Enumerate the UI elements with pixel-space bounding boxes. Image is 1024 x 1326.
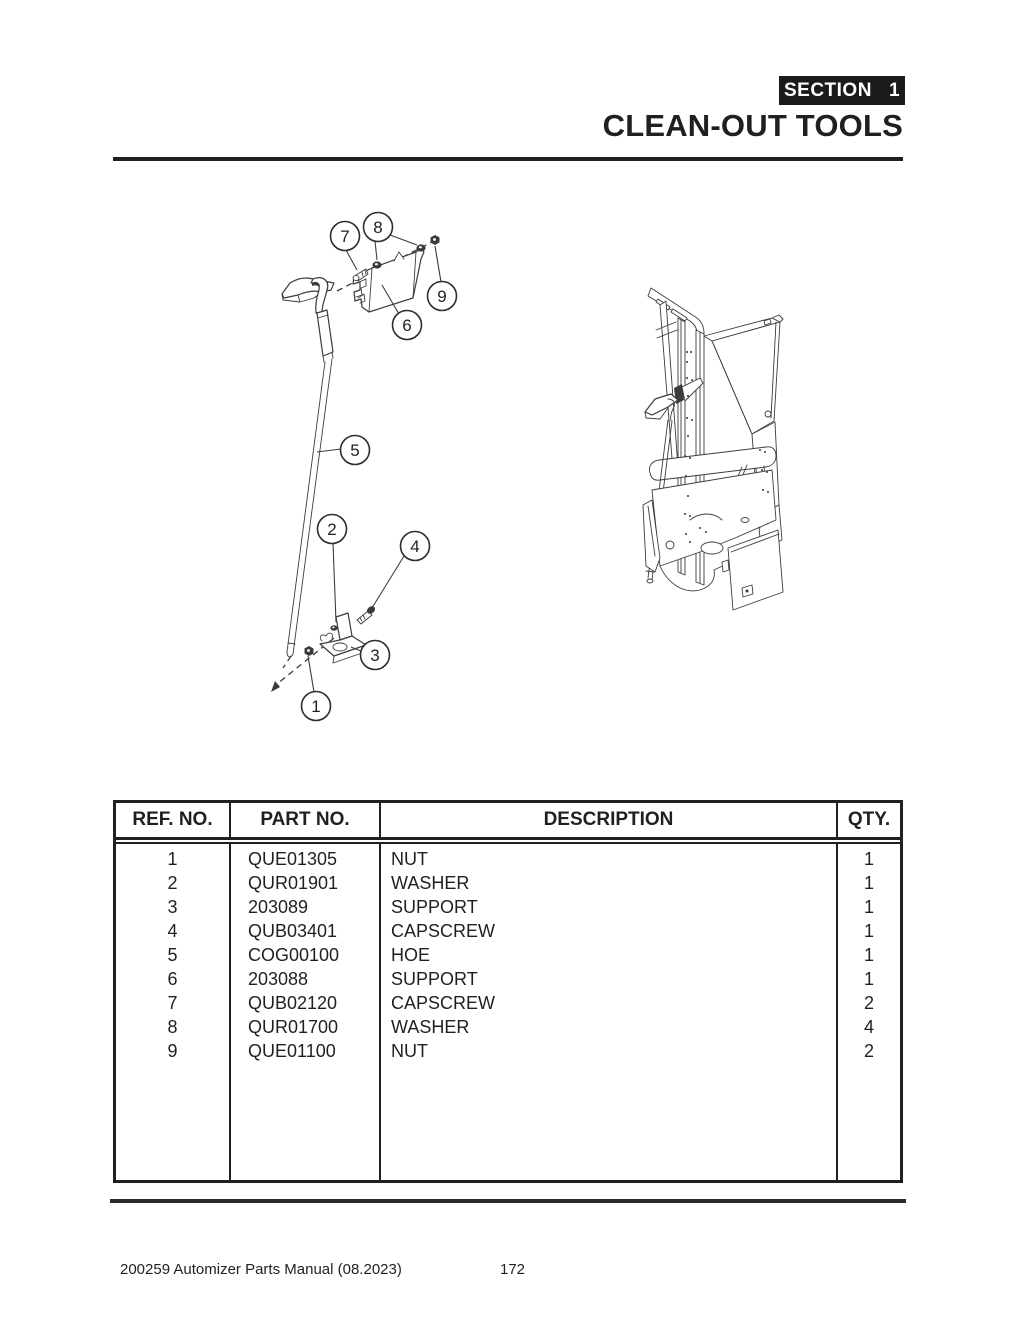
washer-lower — [330, 625, 338, 631]
footer-page-number: 172 — [500, 1261, 526, 1278]
capscrew-lower — [356, 606, 376, 625]
hoe-pole — [286, 358, 333, 658]
part-no-value: 203089 — [248, 897, 309, 917]
ref-no-value: 2 — [167, 873, 178, 893]
machine-view — [642, 287, 784, 611]
qty-value: 1 — [863, 945, 874, 965]
svg-text:2: 2 — [327, 520, 336, 539]
description-value: CAPSCREW — [391, 993, 496, 1013]
ref-no-value: 1 — [167, 849, 178, 869]
callout-2: 2 — [316, 513, 348, 545]
washer-upper-left — [372, 261, 382, 269]
ref-no-value: 4 — [167, 921, 178, 941]
part-no-value: COG00100 — [248, 945, 340, 965]
callout-4: 4 — [399, 530, 431, 562]
callout-5: 5 — [339, 434, 371, 466]
qty-value: 1 — [863, 849, 874, 869]
description-value: NUT — [391, 1041, 428, 1061]
header-ref-no: REF. NO. — [116, 803, 231, 837]
description-value: SUPPORT — [391, 897, 478, 917]
svg-text:4: 4 — [410, 537, 419, 556]
description-value: CAPSCREW — [391, 921, 496, 941]
svg-text:9: 9 — [437, 287, 446, 306]
axis-arrowhead — [271, 681, 280, 692]
ref-no-value: 3 — [167, 897, 178, 917]
ref-no-value: 6 — [167, 969, 178, 989]
part-no-value: QUR01700 — [248, 1017, 339, 1037]
description-value: SUPPORT — [391, 969, 478, 989]
section-badge: SECTION 1 — [779, 76, 905, 105]
header-qty: QTY. — [847, 809, 891, 830]
callout-3: 3 — [359, 639, 391, 671]
qty-value: 1 — [863, 897, 874, 917]
callout-9: 9 — [426, 280, 458, 312]
description-value: NUT — [391, 849, 428, 869]
qty-value: 2 — [863, 1041, 874, 1061]
footer-manual-title: 200259 Automizer Parts Manual (08.2023) — [120, 1261, 402, 1278]
qty-value: 1 — [863, 921, 874, 941]
header-description: DESCRIPTION — [381, 803, 838, 837]
callout-8: 8 — [362, 211, 394, 243]
support-plate-upper — [352, 248, 425, 313]
capscrew-upper — [352, 268, 369, 282]
column-ref-no: 1 2 3 4 5 6 7 8 9 — [116, 844, 231, 1180]
qty-value: 4 — [863, 1017, 874, 1037]
nut-lower — [304, 646, 314, 656]
parts-diagram: 7 8 9 6 5 — [0, 190, 1024, 790]
nut-upper — [430, 235, 440, 245]
ref-no-value: 5 — [167, 945, 178, 965]
header-part-no: PART NO. — [231, 803, 381, 837]
parts-table: REF. NO. PART NO. DESCRIPTION QTY. 1 2 3… — [113, 800, 903, 1183]
part-no-value: QUE01100 — [248, 1041, 336, 1061]
svg-text:7: 7 — [340, 227, 349, 246]
page-title: CLEAN-OUT TOOLS — [602, 108, 903, 143]
header-rule — [113, 157, 903, 161]
parts-table-body: 1 2 3 4 5 6 7 8 9 QUE01305 QUR01901 2030… — [116, 844, 900, 1180]
part-no-value: QUR01901 — [248, 873, 339, 893]
qty-value: 1 — [863, 969, 874, 989]
part-no-value: QUE01305 — [248, 849, 338, 869]
qty-value: 2 — [863, 993, 874, 1013]
header-double-rule — [116, 842, 900, 844]
qty-value: 1 — [863, 873, 874, 893]
callout-7: 7 — [329, 220, 361, 252]
callout-1: 1 — [300, 690, 332, 722]
hoe-grip — [316, 309, 334, 363]
column-part-no: QUE01305 QUR01901 203089 QUB03401 COG001… — [231, 844, 381, 1180]
ref-no-value: 9 — [167, 1041, 178, 1061]
ref-no-value: 7 — [167, 993, 178, 1013]
callout-6: 6 — [391, 309, 423, 341]
footer-rule — [110, 1199, 906, 1203]
part-no-value: QUB02120 — [248, 993, 338, 1013]
section-label: SECTION — [783, 79, 872, 101]
part-no-value: QUB03401 — [248, 921, 338, 941]
ref-no-value: 8 — [167, 1017, 178, 1037]
svg-text:1: 1 — [311, 697, 320, 716]
part-no-value: 203088 — [248, 969, 309, 989]
column-qty: 1 1 1 1 1 1 2 4 2 — [838, 844, 900, 1180]
washer-upper-right — [416, 244, 426, 252]
description-value: WASHER — [391, 1017, 470, 1037]
svg-text:6: 6 — [402, 316, 411, 335]
leader-lines — [307, 234, 442, 693]
parts-table-header: REF. NO. PART NO. DESCRIPTION QTY. — [116, 803, 900, 840]
support-bracket-lower — [319, 612, 367, 664]
description-value: HOE — [391, 945, 431, 965]
svg-text:8: 8 — [373, 218, 382, 237]
column-description: NUT WASHER SUPPORT CAPSCREW HOE SUPPORT … — [381, 844, 838, 1180]
svg-text:3: 3 — [370, 646, 379, 665]
hoe-blade — [281, 277, 335, 314]
rivet-dots — [684, 351, 769, 543]
description-value: WASHER — [391, 873, 470, 893]
hoe-exploded-view: 7 8 9 6 5 — [271, 211, 458, 722]
svg-text:5: 5 — [350, 441, 359, 460]
section-number: 1 — [888, 79, 901, 101]
pole-axis-dash — [282, 655, 292, 669]
